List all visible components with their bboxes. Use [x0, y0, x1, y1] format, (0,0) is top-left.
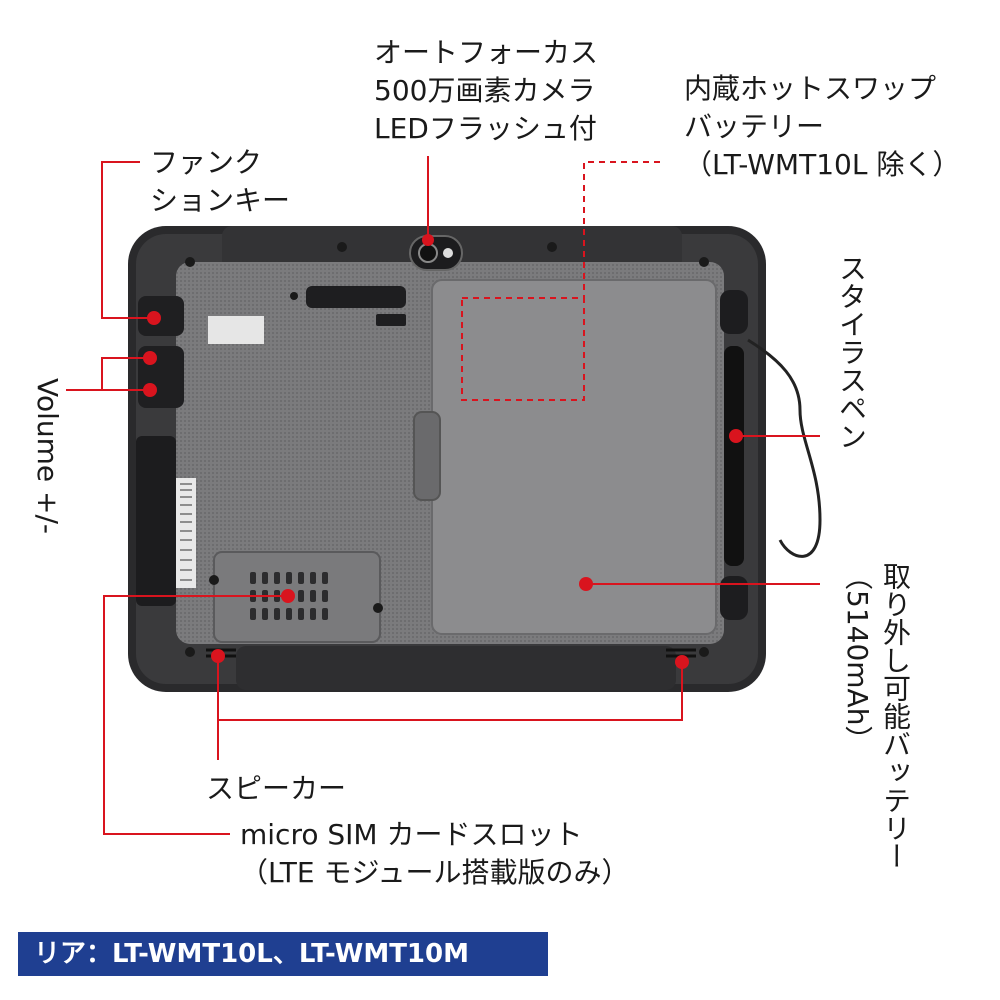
function-key-label: ファンク ションキー [150, 146, 291, 217]
docking-connector [306, 286, 406, 308]
battery-latch [413, 411, 441, 501]
label-sticker [208, 316, 264, 344]
camera-lens-icon [418, 243, 438, 263]
stylus-pen [724, 346, 744, 566]
sim-slot-label: micro SIM カードスロット （LTE モジュール搭載版のみ） [240, 818, 630, 889]
side-port-cover [136, 436, 176, 606]
stylus-label: スタイラスペン [835, 254, 868, 450]
volume-label: Volume +/- [31, 378, 64, 535]
right-grip-bottom [720, 576, 748, 620]
leader-lines [66, 156, 820, 835]
internal-battery-outline [461, 161, 660, 401]
camera-label: オートフォーカス 500万画素カメラ LEDフラッシュ付 [374, 36, 599, 145]
right-grip-top [720, 290, 748, 334]
tablet-body [128, 226, 822, 692]
barcode-sticker [176, 478, 196, 588]
speaker-label: スピーカー [206, 772, 347, 805]
internal-battery-label: 内蔵ホットスワップ バッテリー （LT-WMT10L 除く） [684, 72, 961, 181]
removable-battery-plate [431, 279, 717, 635]
function-key-housing [138, 296, 184, 336]
bottom-bumper [236, 646, 676, 690]
removable-battery-label: 取り外し可能バッテリー （5140mAh） [841, 562, 912, 870]
leader-dots [143, 234, 743, 669]
model-caption: リア：LT-WMT10L、LT-WMT10M [18, 932, 548, 976]
flash-icon [443, 248, 453, 258]
